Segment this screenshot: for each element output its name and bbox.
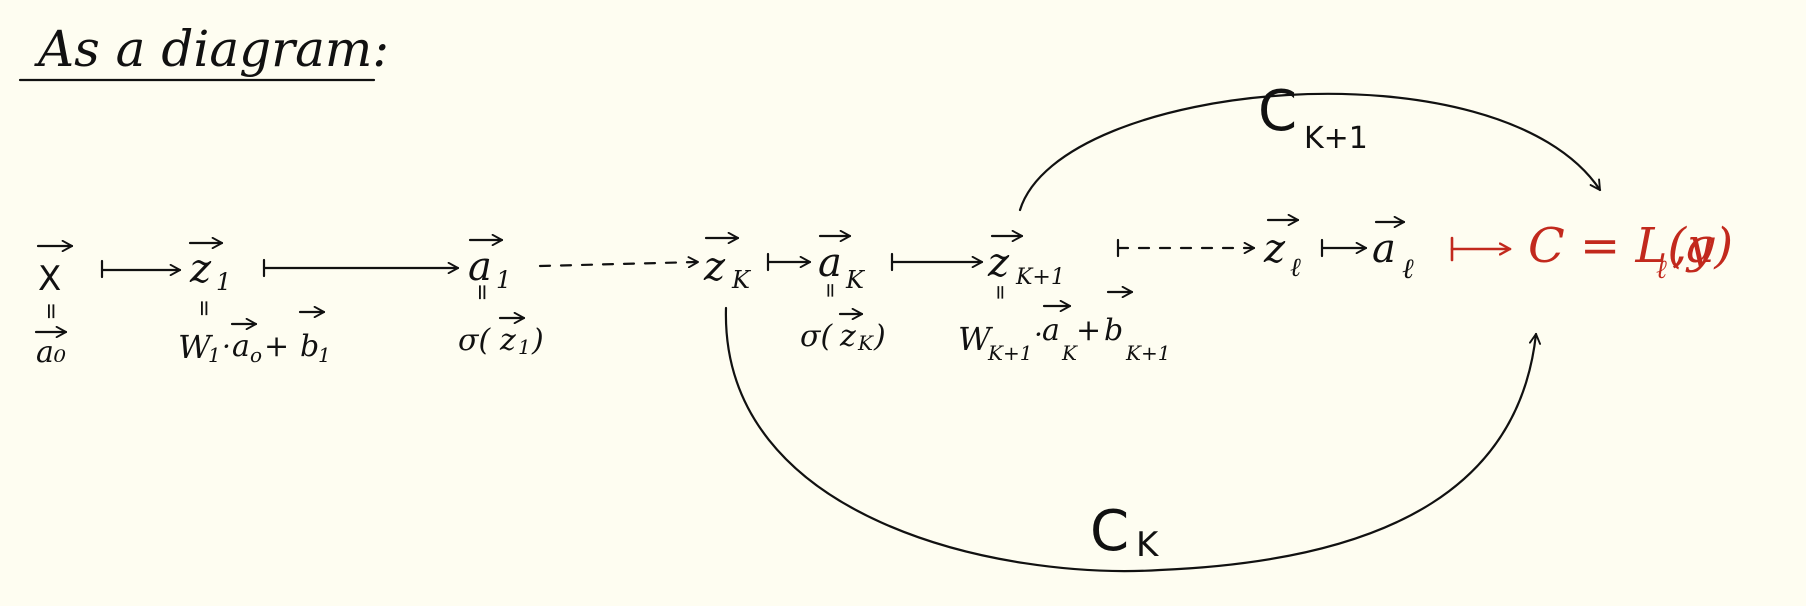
node-a1-expr-sigma: σ( xyxy=(458,323,491,358)
node-zk1-expr-b: b xyxy=(1104,313,1123,348)
node-zk1-expr-b-sub: K+1 xyxy=(1125,341,1170,365)
node-x-expr: a₀ xyxy=(36,335,66,370)
node-zk: z K xyxy=(703,238,752,294)
node-z1: z 1 = W 1 · a o + b 1 xyxy=(178,243,331,367)
node-ak-expr-close: ) xyxy=(873,319,886,354)
node-al-label: a xyxy=(1372,226,1396,272)
node-cost: C = L(a ℓ ,y) xyxy=(1528,218,1733,285)
node-x: X = a₀ xyxy=(34,246,74,370)
node-zk1-sub: K+1 xyxy=(1015,265,1065,290)
node-zk1-label: z xyxy=(987,240,1010,286)
node-z1-sub: 1 xyxy=(216,268,231,296)
node-zk1-equals: = xyxy=(989,284,1013,301)
node-zk-sub: K xyxy=(731,266,752,294)
node-zk-label: z xyxy=(703,244,726,290)
node-a1-sub: 1 xyxy=(496,266,511,294)
node-a1-expr-z-sub: 1 xyxy=(518,335,531,359)
arrow-a1-zk-dashed xyxy=(538,262,700,266)
node-cost-lhs: C = L(a xyxy=(1528,218,1715,274)
node-z1-expr-plus: + xyxy=(264,329,289,364)
node-z1-label: z xyxy=(189,246,212,292)
node-zk1-expr-a-sub: K xyxy=(1061,341,1078,365)
node-zk1-expr-w: W xyxy=(958,320,994,358)
node-x-label: X xyxy=(38,259,61,299)
node-ak-expr-z: z xyxy=(839,319,856,354)
arc-lower-label-sub: K xyxy=(1136,525,1160,565)
node-zk1-expr-dot: · xyxy=(1034,318,1043,351)
page-title: As a diagram: xyxy=(34,20,389,78)
node-zk1-expr-a: a xyxy=(1042,313,1060,348)
node-a1-label: a xyxy=(468,244,492,290)
node-zl-label: z xyxy=(1263,226,1286,272)
arc-lower xyxy=(724,306,1536,573)
node-a1: a 1 = σ( z 1 ) xyxy=(458,240,544,359)
node-zk1-expr-plus: + xyxy=(1076,313,1101,348)
arc-upper xyxy=(1018,92,1602,212)
node-a1-equals: = xyxy=(469,283,494,301)
node-z1-expr-a-sub: o xyxy=(250,343,262,367)
node-z1-equals: = xyxy=(191,299,216,317)
node-al: a ℓ xyxy=(1372,222,1414,285)
node-z1-expr-w: W xyxy=(178,328,214,366)
node-cost-sub: ℓ xyxy=(1656,255,1667,285)
node-ak-label: a xyxy=(818,240,842,286)
arc-upper-label: C K+1 xyxy=(1258,79,1368,156)
node-z1-expr-dot: · xyxy=(222,330,231,363)
arc-lower-label: C K xyxy=(1090,499,1160,565)
node-zk1: z K+1 = W K+1 · a K + b K+1 xyxy=(958,236,1170,365)
node-ak: a K = σ( z K ) xyxy=(800,236,886,355)
arc-upper-label-main: C xyxy=(1258,79,1297,144)
node-z1-expr-b: b xyxy=(300,329,319,364)
arc-upper-label-sub: K+1 xyxy=(1304,121,1368,156)
node-ak-equals: = xyxy=(819,282,843,299)
node-al-sub: ℓ xyxy=(1402,252,1414,285)
node-ak-expr-sigma: σ( xyxy=(800,319,833,354)
node-x-equals: = xyxy=(38,302,63,320)
node-a1-expr-close: ) xyxy=(531,323,544,358)
node-z1-expr-b-sub: 1 xyxy=(318,343,331,367)
node-zk1-expr-w-sub: K+1 xyxy=(987,341,1032,365)
node-a1-expr-z: z xyxy=(499,323,516,358)
node-zl: z ℓ xyxy=(1263,220,1301,283)
arc-lower-label-main: C xyxy=(1090,499,1129,564)
node-z1-expr-a: a xyxy=(232,329,250,364)
node-cost-rhs: ,y) xyxy=(1672,218,1733,274)
node-zl-sub: ℓ xyxy=(1290,253,1301,283)
node-ak-sub: K xyxy=(845,266,866,294)
node-ak-expr-z-sub: K xyxy=(857,331,874,355)
node-z1-expr-w-sub: 1 xyxy=(208,343,221,367)
